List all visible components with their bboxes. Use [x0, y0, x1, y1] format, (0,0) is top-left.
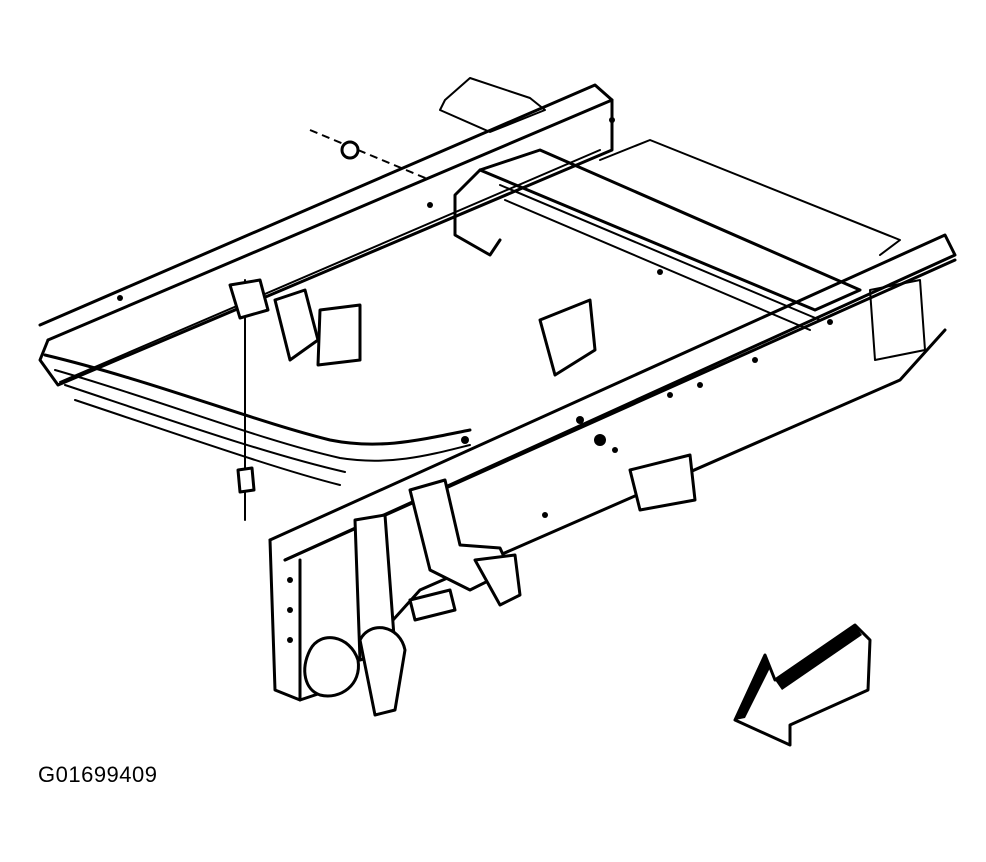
shock-absorber: [228, 129, 431, 521]
direction-arrow-icon: [733, 623, 872, 747]
frame-rivets: [117, 117, 833, 643]
crossmember: [453, 139, 901, 331]
spring-hanger: [408, 478, 522, 607]
bump-stop: [273, 288, 597, 377]
spring-shackle: [303, 513, 457, 717]
leaf-spring: [43, 353, 472, 486]
figure-id-label: G01699409: [38, 762, 158, 787]
right-frame-rail: [268, 233, 957, 702]
left-frame-rail: [38, 77, 614, 387]
